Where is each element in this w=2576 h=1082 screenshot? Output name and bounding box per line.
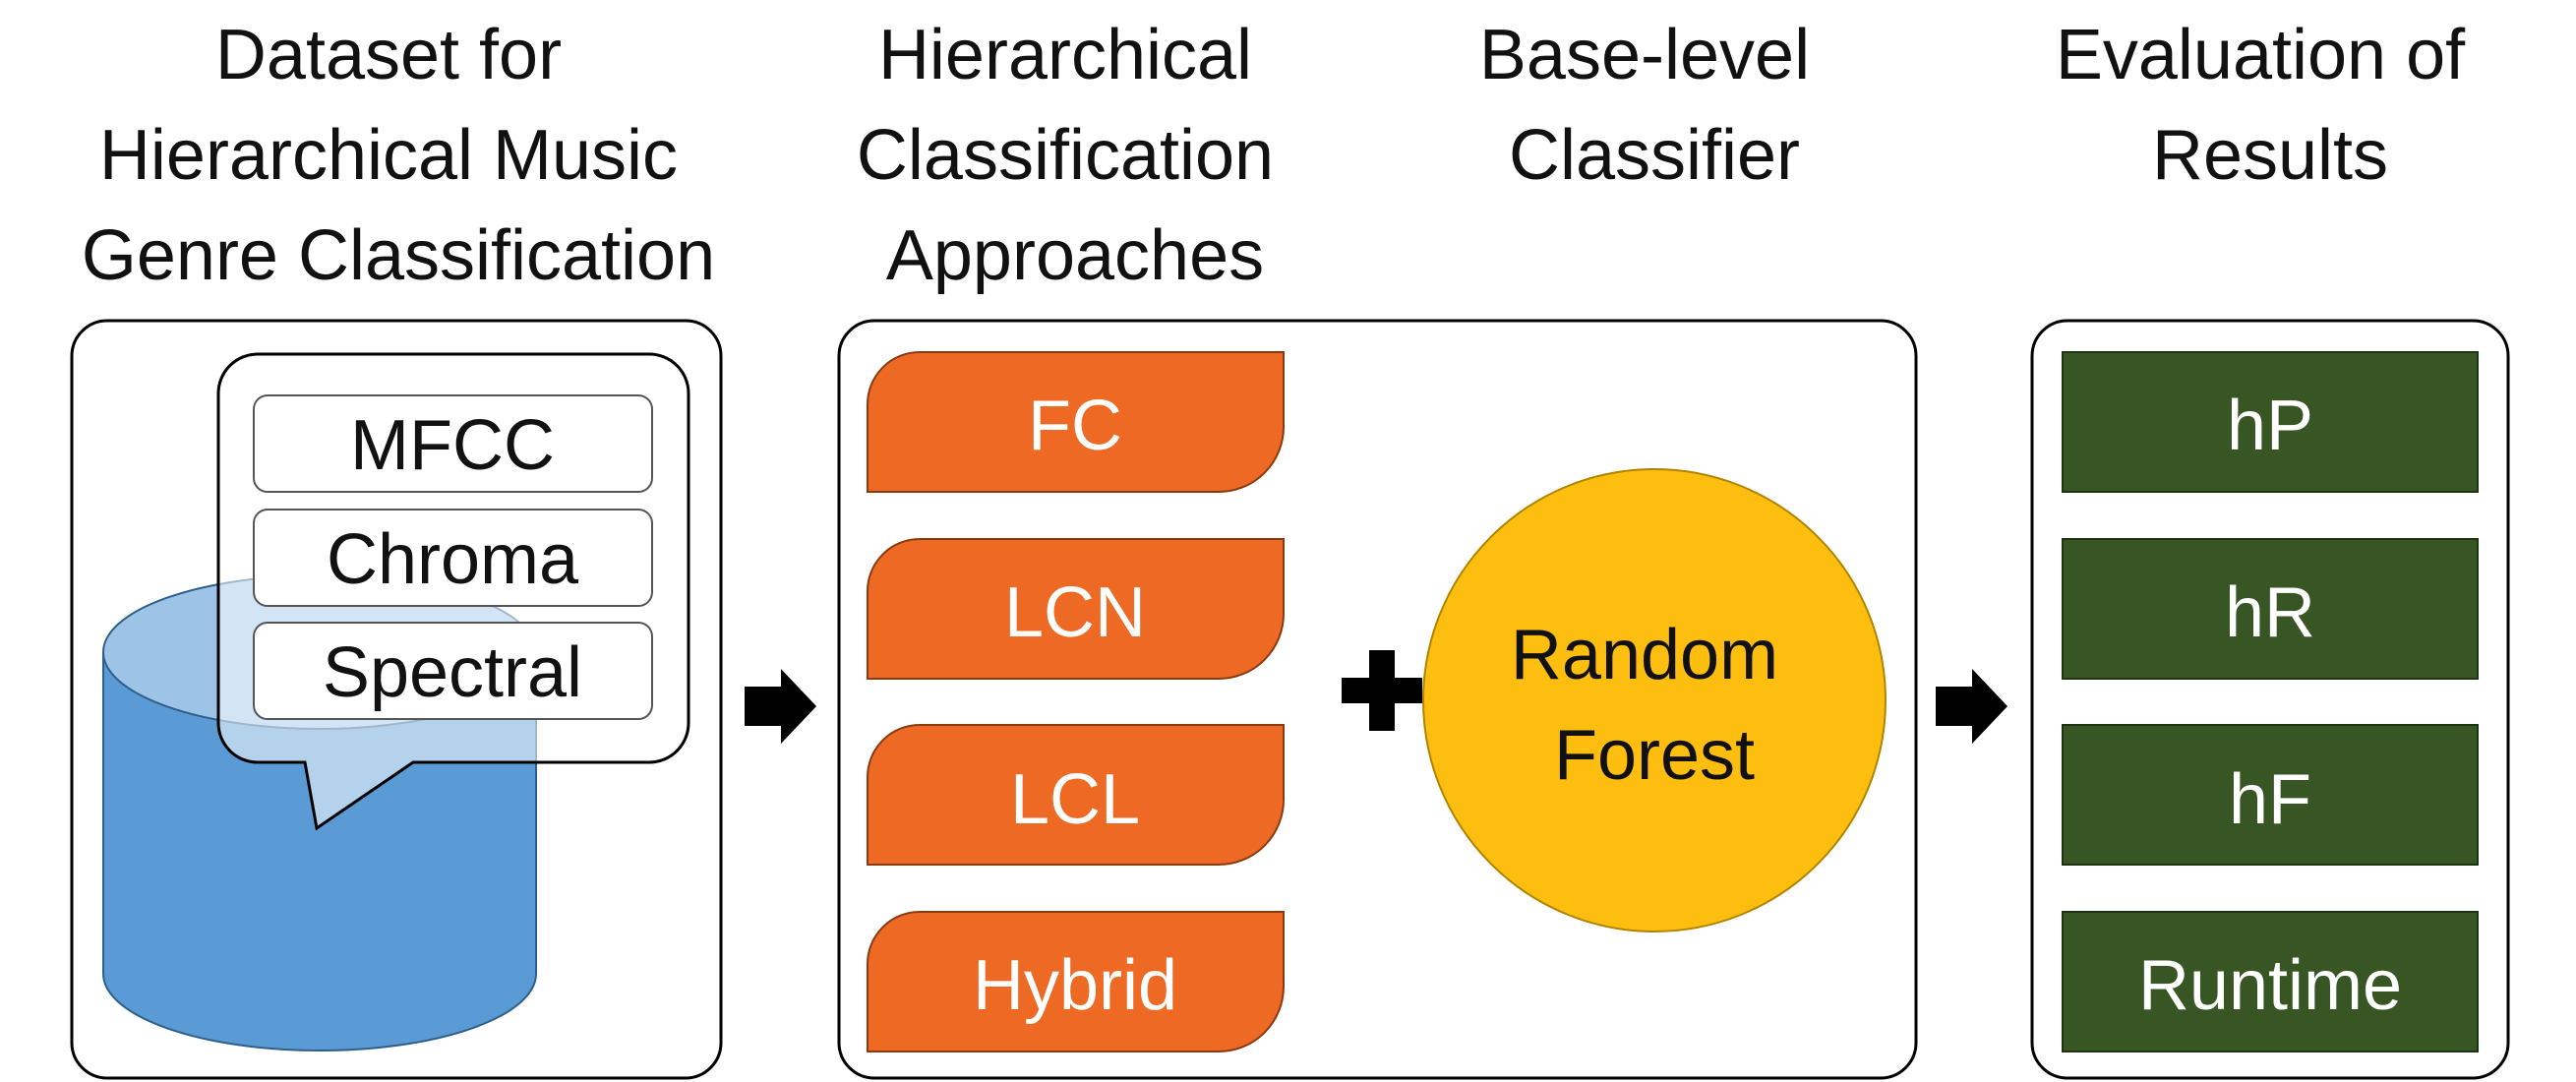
feature-label-chroma: Chroma	[327, 520, 579, 599]
classifier-label: Random Forest	[1511, 616, 1798, 795]
feature-item-mfcc: MFCC	[253, 394, 653, 493]
metric-label-hf: hF	[2229, 760, 2311, 839]
header-dataset-line-3: Genre Classification	[82, 216, 715, 295]
header-evaluation-line-1: Evaluation of	[2056, 16, 2466, 94]
arrow-right-icon	[1936, 669, 2007, 744]
metric-label-runtime: Runtime	[2138, 946, 2402, 1025]
header-approaches: Hierarchical Classification Approaches	[857, 16, 1293, 295]
header-dataset-line-1: Dataset for	[215, 16, 562, 94]
header-base-line-1: Base-level	[1479, 16, 1810, 94]
evaluation-panel	[2030, 319, 2510, 1080]
feature-label-spectral: Spectral	[323, 633, 582, 712]
header-approaches-line-1: Hierarchical	[878, 16, 1252, 94]
header-base-line-2: Classifier	[1509, 116, 1800, 195]
header-evaluation-line-2: Results	[2152, 116, 2388, 195]
header-evaluation: Evaluation of Results	[2056, 16, 2485, 195]
approach-label-hybrid: Hybrid	[973, 946, 1177, 1025]
metric-label-hp: hP	[2227, 387, 2313, 465]
header-approaches-line-3: Approaches	[886, 216, 1264, 295]
metric-label-hr: hR	[2225, 573, 2315, 652]
header-dataset: Dataset for Hierarchical Music Genre Cla…	[82, 16, 715, 295]
classifier-label-line-2: Forest	[1554, 716, 1755, 795]
approach-label-lcl: LCL	[1010, 760, 1140, 839]
header-dataset-line-2: Hierarchical Music	[99, 116, 678, 195]
metric-item-hr: hR	[2062, 538, 2479, 680]
plus-icon	[1342, 650, 1422, 731]
metric-item-runtime: Runtime	[2062, 911, 2479, 1052]
approach-item-hybrid: Hybrid	[867, 911, 1285, 1052]
approach-item-lcl: LCL	[867, 724, 1285, 866]
feature-item-spectral: Spectral	[253, 622, 653, 720]
arrow-right-icon	[745, 669, 816, 744]
header-approaches-line-2: Classification	[857, 116, 1274, 195]
classifier-label-line-1: Random	[1511, 616, 1778, 694]
classifier-circle: Random Forest	[1422, 468, 1887, 932]
approach-item-fc: FC	[867, 351, 1285, 493]
header-base-classifier: Base-level Classifier	[1479, 16, 1829, 195]
approach-item-lcn: LCN	[867, 538, 1285, 680]
feature-label-mfcc: MFCC	[350, 406, 555, 485]
approach-label-fc: FC	[1028, 387, 1122, 465]
metric-item-hf: hF	[2062, 724, 2479, 866]
feature-item-chroma: Chroma	[253, 509, 653, 607]
metric-item-hp: hP	[2062, 351, 2479, 493]
approach-label-lcn: LCN	[1004, 573, 1146, 652]
